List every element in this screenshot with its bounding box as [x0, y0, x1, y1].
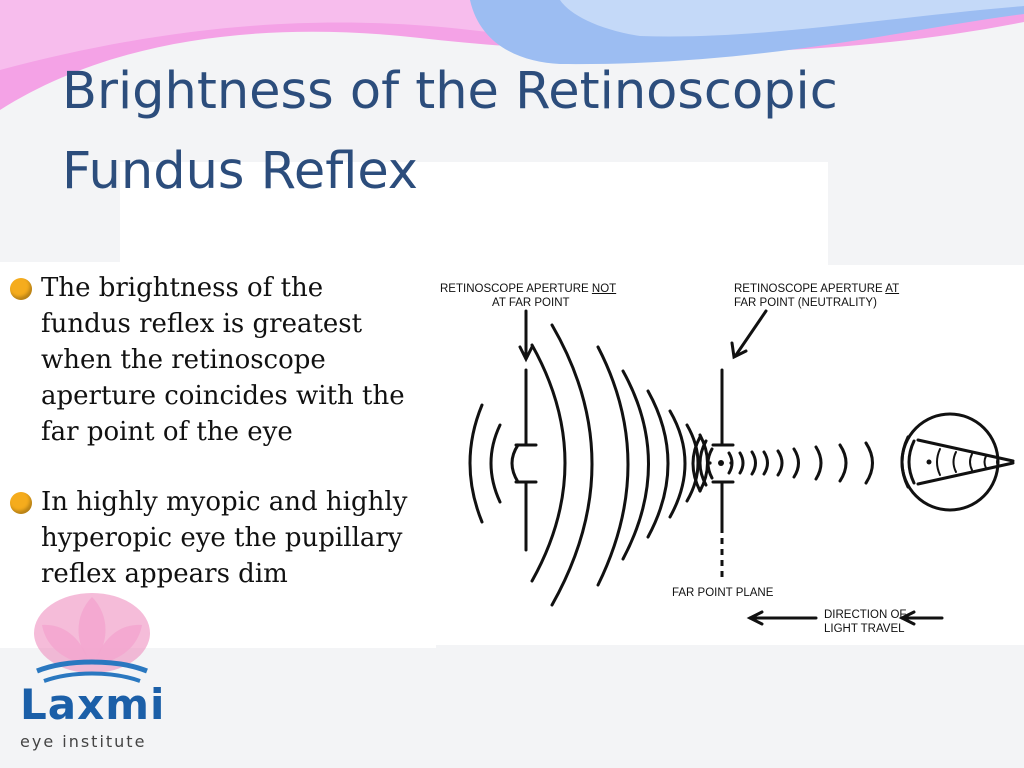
label-aperture-not-emph: NOT [591, 283, 617, 295]
orange-bullet-icon [10, 492, 32, 514]
bullet-item-2: In highly myopic and highly hyperopic ey… [10, 484, 410, 592]
logo-tagline: eye institute [20, 732, 147, 751]
slide-title-line-1: Brightness of the Retinoscopic [62, 62, 838, 121]
bullet-item-1: The brightness of the fundus reflex is g… [10, 270, 410, 450]
label-direction-line1: DIRECTION OF [824, 609, 907, 621]
label-aperture-at-part1: RETINOSCOPE APERTURE [734, 283, 886, 295]
slide-title-line-2: Fundus Reflex [62, 142, 418, 201]
label-direction-of-light-travel: DIRECTION OF LIGHT TRAVEL [824, 608, 906, 636]
slide-title: Brightness of the Retinoscopic Fundus Re… [62, 52, 962, 212]
label-aperture-not-part1: RETINOSCOPE APERTURE [440, 283, 592, 295]
bullet-list: The brightness of the fundus reflex is g… [10, 270, 410, 592]
diagram-drawing [468, 309, 1015, 626]
content-panel-left [0, 262, 420, 572]
orange-bullet-icon [10, 278, 32, 300]
retinoscopy-diagram: RETINOSCOPE APERTURE NOT AT FAR POINT RE… [420, 265, 1024, 645]
content-panel-upper [120, 162, 828, 270]
bullet-text-2: In highly myopic and highly hyperopic ey… [41, 487, 408, 589]
logo-name: Laxmi [20, 680, 166, 729]
label-aperture-not-part2: AT FAR POINT [492, 297, 570, 309]
label-aperture-at-emph: AT [885, 283, 900, 295]
label-aperture-at-part2: FAR POINT (NEUTRALITY) [734, 297, 877, 309]
bullet-text-1: The brightness of the fundus reflex is g… [41, 273, 405, 447]
laxmi-logo: Laxmi eye institute [12, 585, 172, 768]
label-direction-line2: LIGHT TRAVEL [824, 623, 905, 635]
header-wave-decoration [0, 0, 1024, 110]
label-far-point-plane: FAR POINT PLANE [672, 587, 774, 599]
lotus-emblem-icon [34, 593, 150, 683]
label-aperture-at-far-point: RETINOSCOPE APERTURE AT FAR POINT (NEUTR… [734, 282, 899, 310]
label-aperture-not-at-far-point: RETINOSCOPE APERTURE NOT AT FAR POINT [440, 282, 616, 310]
